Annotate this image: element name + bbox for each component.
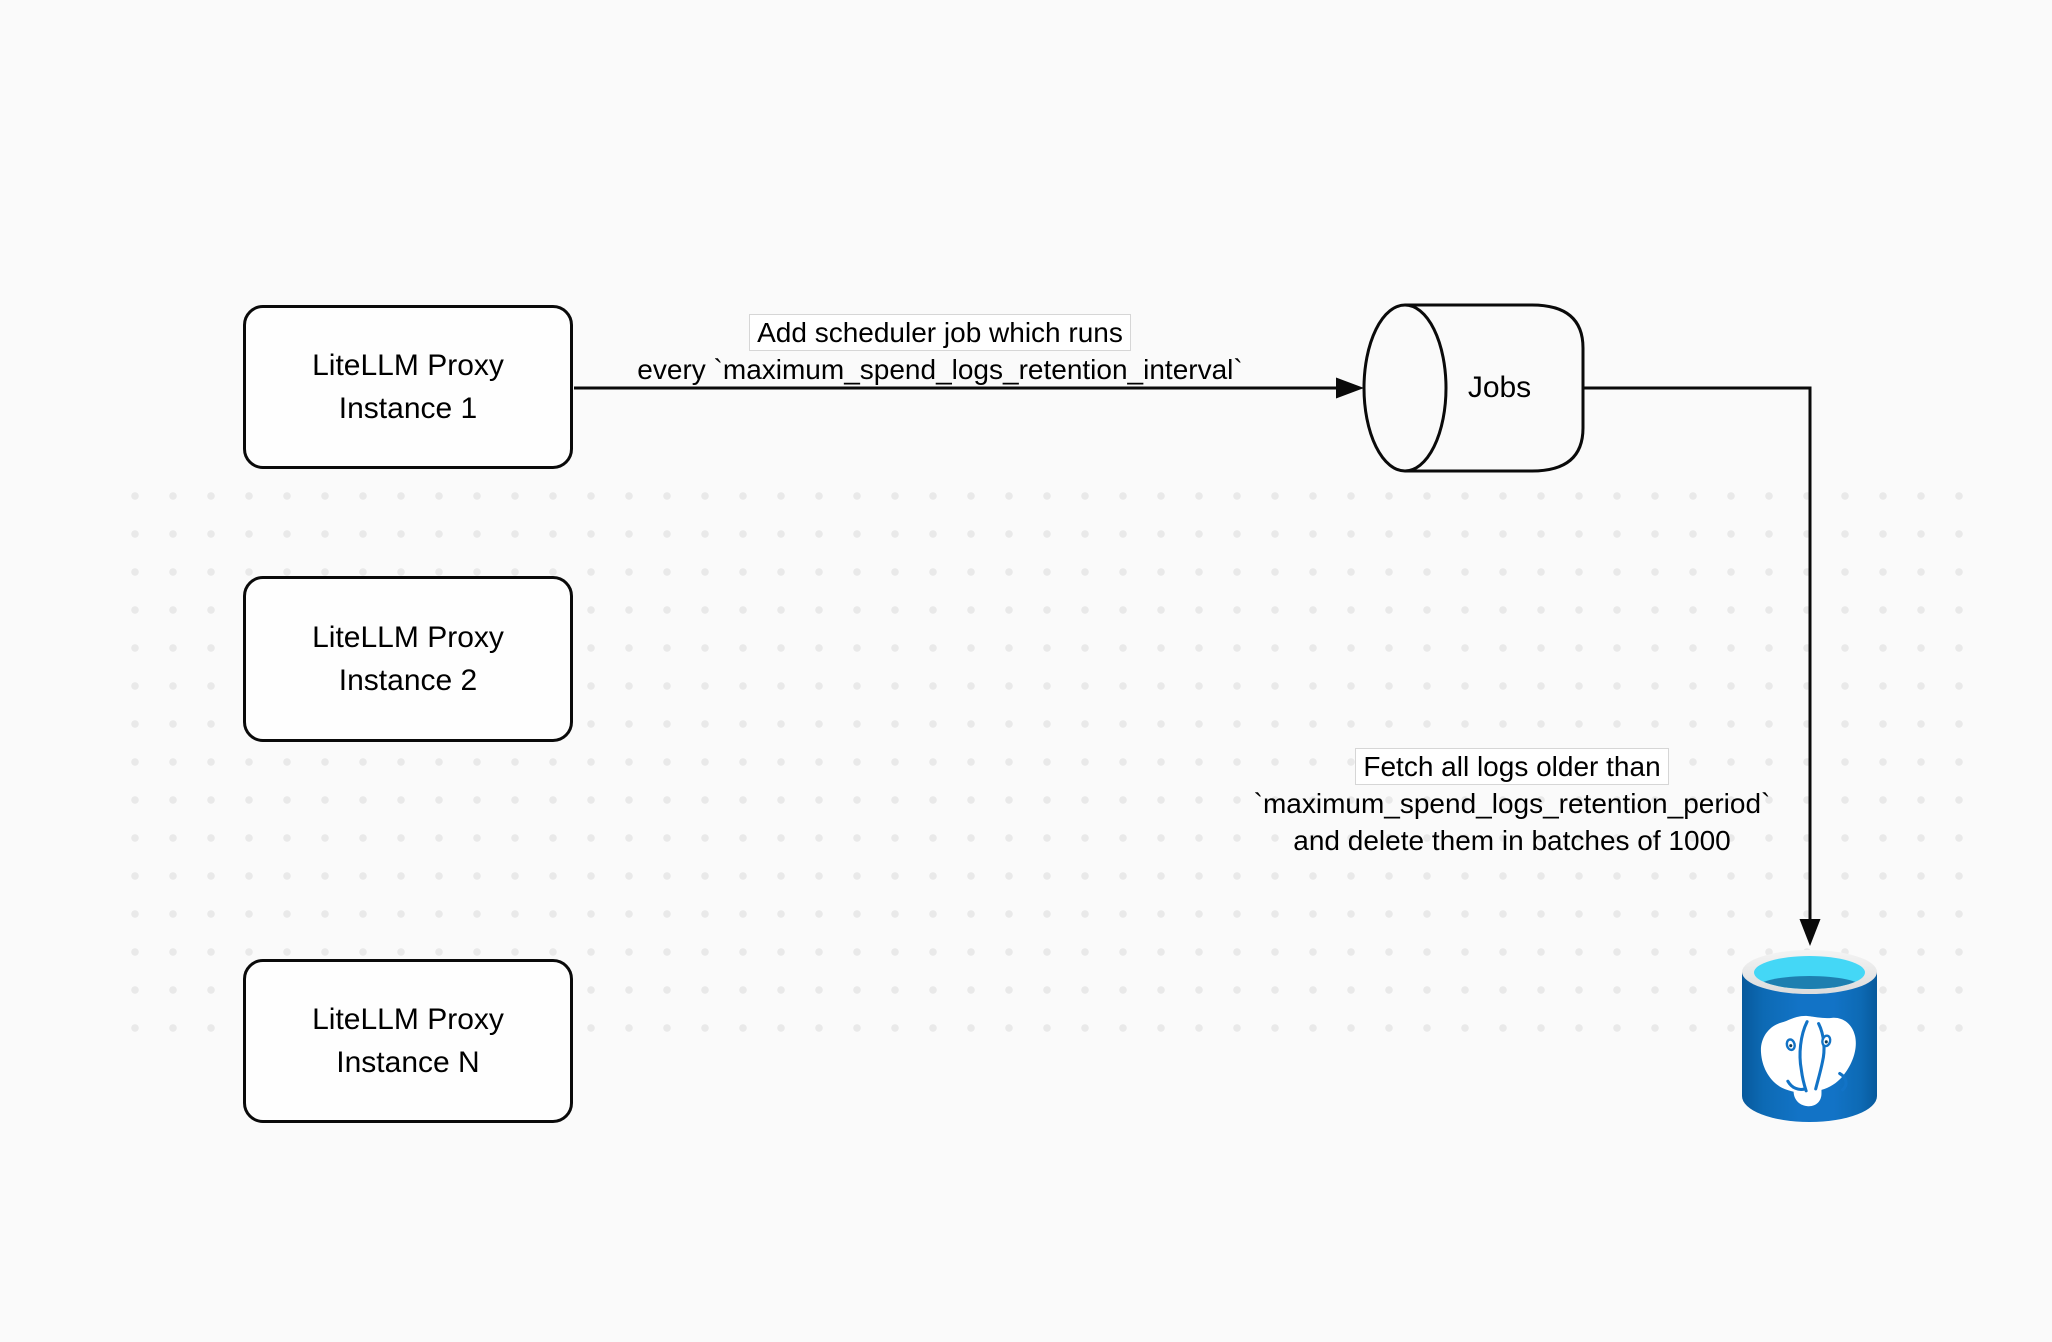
scheduler-label-line2: every `maximum_spend_logs_retention_inte… [637,354,1243,385]
elephant-silhouette [1760,1015,1856,1107]
postgresql-database-icon [1742,950,1877,1122]
proxy-instance-2-label-line2: Instance 2 [338,664,478,697]
cleanup-label-line1: Fetch all logs older than [1355,748,1669,785]
scheduler-edge-label: Add scheduler job which runs every `maxi… [590,314,1290,388]
proxy-instance-n-label-line1: LiteLLM Proxy [312,1003,504,1036]
cleanup-arrow-line [1583,386,1812,921]
elephant-eyes [1785,1034,1832,1052]
proxy-instance-n-label-line2: Instance N [336,1046,480,1079]
cleanup-arrowhead-icon [1799,919,1821,946]
jobs-queue-node [1362,302,1586,474]
proxy-instance-1-label-line2: Instance 1 [338,392,478,425]
postgres-elephant-icon [1760,1015,1856,1107]
proxy-instance-2-node: LiteLLM Proxy Instance 2 [243,576,573,742]
scheduler-label-line1: Add scheduler job which runs [749,314,1131,351]
proxy-instance-n-node: LiteLLM Proxy Instance N [243,959,573,1123]
jobs-cylinder-shape [1362,303,1585,473]
postgres-cylinder-top [1754,956,1865,989]
scheduler-arrowhead-icon [1336,377,1364,399]
jobs-cylinder-face [1362,303,1448,473]
proxy-instance-1-node: LiteLLM Proxy Instance 1 [243,305,573,469]
cleanup-label-line2: `maximum_spend_logs_retention_period` [1253,788,1771,819]
jobs-cylinder-body [1405,303,1585,473]
jobs-queue-label: Jobs [1467,371,1532,404]
proxy-instance-2-label-line1: LiteLLM Proxy [312,621,504,654]
cleanup-edge-label: Fetch all logs older than `maximum_spend… [1212,748,1812,859]
postgres-cylinder-water [1758,976,1861,989]
postgres-cylinder-rim [1742,950,1877,994]
proxy-instance-1-label-line1: LiteLLM Proxy [312,349,504,382]
elephant-face-lines [1786,1020,1848,1093]
cleanup-label-line3: and delete them in batches of 1000 [1293,825,1731,856]
